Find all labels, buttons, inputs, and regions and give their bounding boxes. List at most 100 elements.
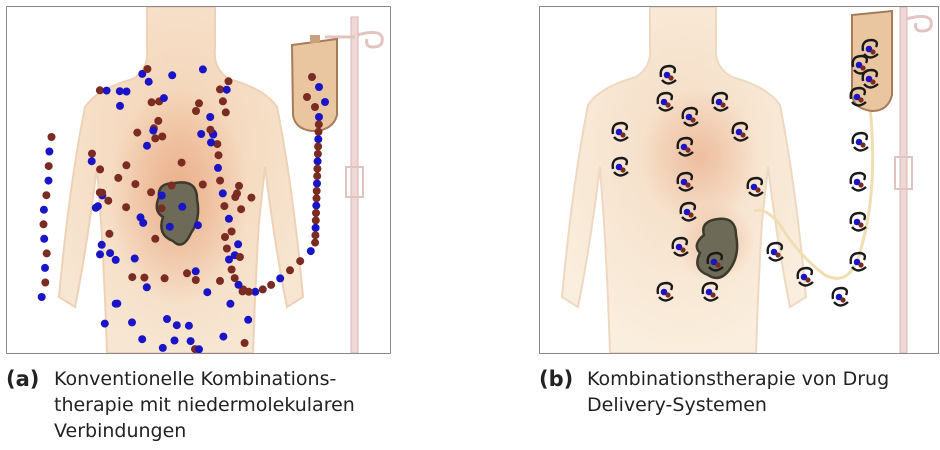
tumor — [697, 219, 737, 278]
drug-carrier — [851, 173, 866, 191]
molecule-dot — [133, 129, 141, 137]
molecule-dot — [267, 281, 275, 289]
molecule-dot — [197, 130, 205, 138]
caption-a-text: Konventionelle Kombinations- therapie mi… — [54, 366, 404, 444]
molecule-dot — [123, 88, 131, 96]
molecule-dot — [312, 209, 320, 217]
molecule-dot — [45, 148, 53, 156]
molecule-dot — [41, 264, 49, 272]
molecule-dot — [313, 180, 321, 188]
molecule-dot — [206, 113, 214, 121]
molecule-dot — [101, 320, 109, 328]
molecule-dot — [307, 247, 315, 255]
molecule-dot — [220, 202, 228, 210]
molecule-dot — [241, 339, 249, 347]
molecule-dot — [154, 117, 162, 125]
molecule-dot — [143, 283, 151, 291]
molecule-dot — [96, 250, 104, 258]
drug-carrier — [851, 213, 866, 231]
molecule-dot — [234, 240, 242, 248]
molecule-dot — [122, 203, 130, 211]
drug-carrier — [833, 288, 848, 306]
molecule-dot — [203, 288, 211, 296]
molecule-dot — [128, 318, 136, 326]
molecule-dot — [158, 133, 166, 141]
molecule-dot — [185, 322, 193, 330]
molecule-dot — [313, 194, 321, 202]
molecule-dot — [314, 135, 322, 143]
molecule-dot — [226, 300, 234, 308]
molecule-dot — [168, 182, 176, 190]
molecule-dot — [315, 128, 323, 136]
molecule-dot — [311, 231, 319, 239]
molecule-dot — [122, 161, 130, 169]
drug-delivery-diagram — [540, 7, 938, 353]
molecule-dot — [236, 253, 244, 261]
molecule-dot — [276, 274, 284, 282]
molecule-dot — [314, 143, 322, 151]
molecule-dot — [194, 221, 202, 229]
molecule-dot — [312, 216, 320, 224]
molecule-dot — [235, 281, 243, 289]
molecule-dot — [48, 133, 56, 141]
molecule-dot — [312, 202, 320, 210]
molecule-dot — [128, 273, 136, 281]
molecule-dot — [223, 245, 231, 253]
caption-b-text: Kombinationstherapie von Drug Delivery-S… — [587, 366, 937, 418]
molecule-dot — [235, 182, 243, 190]
molecule-dot — [147, 188, 155, 196]
molecule-dot — [192, 276, 200, 284]
molecule-dot — [225, 77, 233, 85]
molecule-dot — [312, 224, 320, 232]
molecule-dot — [163, 315, 171, 323]
molecule-dot — [151, 235, 159, 243]
panel-a-illustration — [6, 6, 391, 354]
molecule-dot — [143, 142, 151, 150]
molecule-dot — [259, 285, 267, 293]
molecule-dot — [187, 337, 195, 345]
molecule-dot — [195, 99, 203, 107]
molecule-dot — [314, 157, 322, 165]
molecule-dot — [160, 94, 168, 102]
molecule-dot — [96, 189, 104, 197]
molecule-dot — [321, 98, 329, 106]
molecule-dot — [192, 267, 200, 275]
molecule-dot — [131, 255, 139, 263]
molecule-dot — [199, 181, 207, 189]
molecule-dot — [219, 333, 227, 341]
molecule-dot — [315, 113, 323, 121]
molecule-dot — [143, 65, 151, 73]
molecule-dot — [137, 213, 145, 221]
molecule-dot — [106, 249, 114, 257]
molecule-dot — [42, 191, 50, 199]
molecule-dot — [225, 215, 233, 223]
molecule-dot — [313, 187, 321, 195]
molecule-dot — [88, 157, 96, 165]
molecule-dot — [315, 120, 323, 128]
molecule-dot — [237, 205, 245, 213]
molecule-dot — [161, 274, 169, 282]
molecule-dot — [43, 249, 51, 257]
molecule-dot — [40, 220, 48, 228]
molecule-dot — [228, 266, 236, 274]
molecule-dot — [223, 86, 231, 94]
molecule-dot — [247, 194, 255, 202]
molecule-dot — [140, 274, 148, 282]
molecule-dot — [168, 71, 176, 79]
molecule-dot — [215, 151, 223, 159]
molecule-dot — [116, 102, 124, 110]
molecule-dot — [216, 277, 224, 285]
molecule-dot — [296, 257, 304, 265]
molecule-dot — [40, 235, 48, 243]
molecule-dot — [286, 266, 294, 274]
conventional-therapy-diagram — [7, 7, 390, 353]
molecule-dot — [45, 162, 53, 170]
human-body — [59, 7, 303, 353]
molecule-dot — [171, 337, 179, 345]
molecule-dot — [228, 228, 236, 236]
molecule-dot — [178, 159, 186, 167]
molecule-dot — [149, 127, 157, 135]
molecule-dot — [222, 108, 230, 116]
molecule-dot — [40, 206, 48, 214]
molecule-dot — [45, 177, 53, 185]
